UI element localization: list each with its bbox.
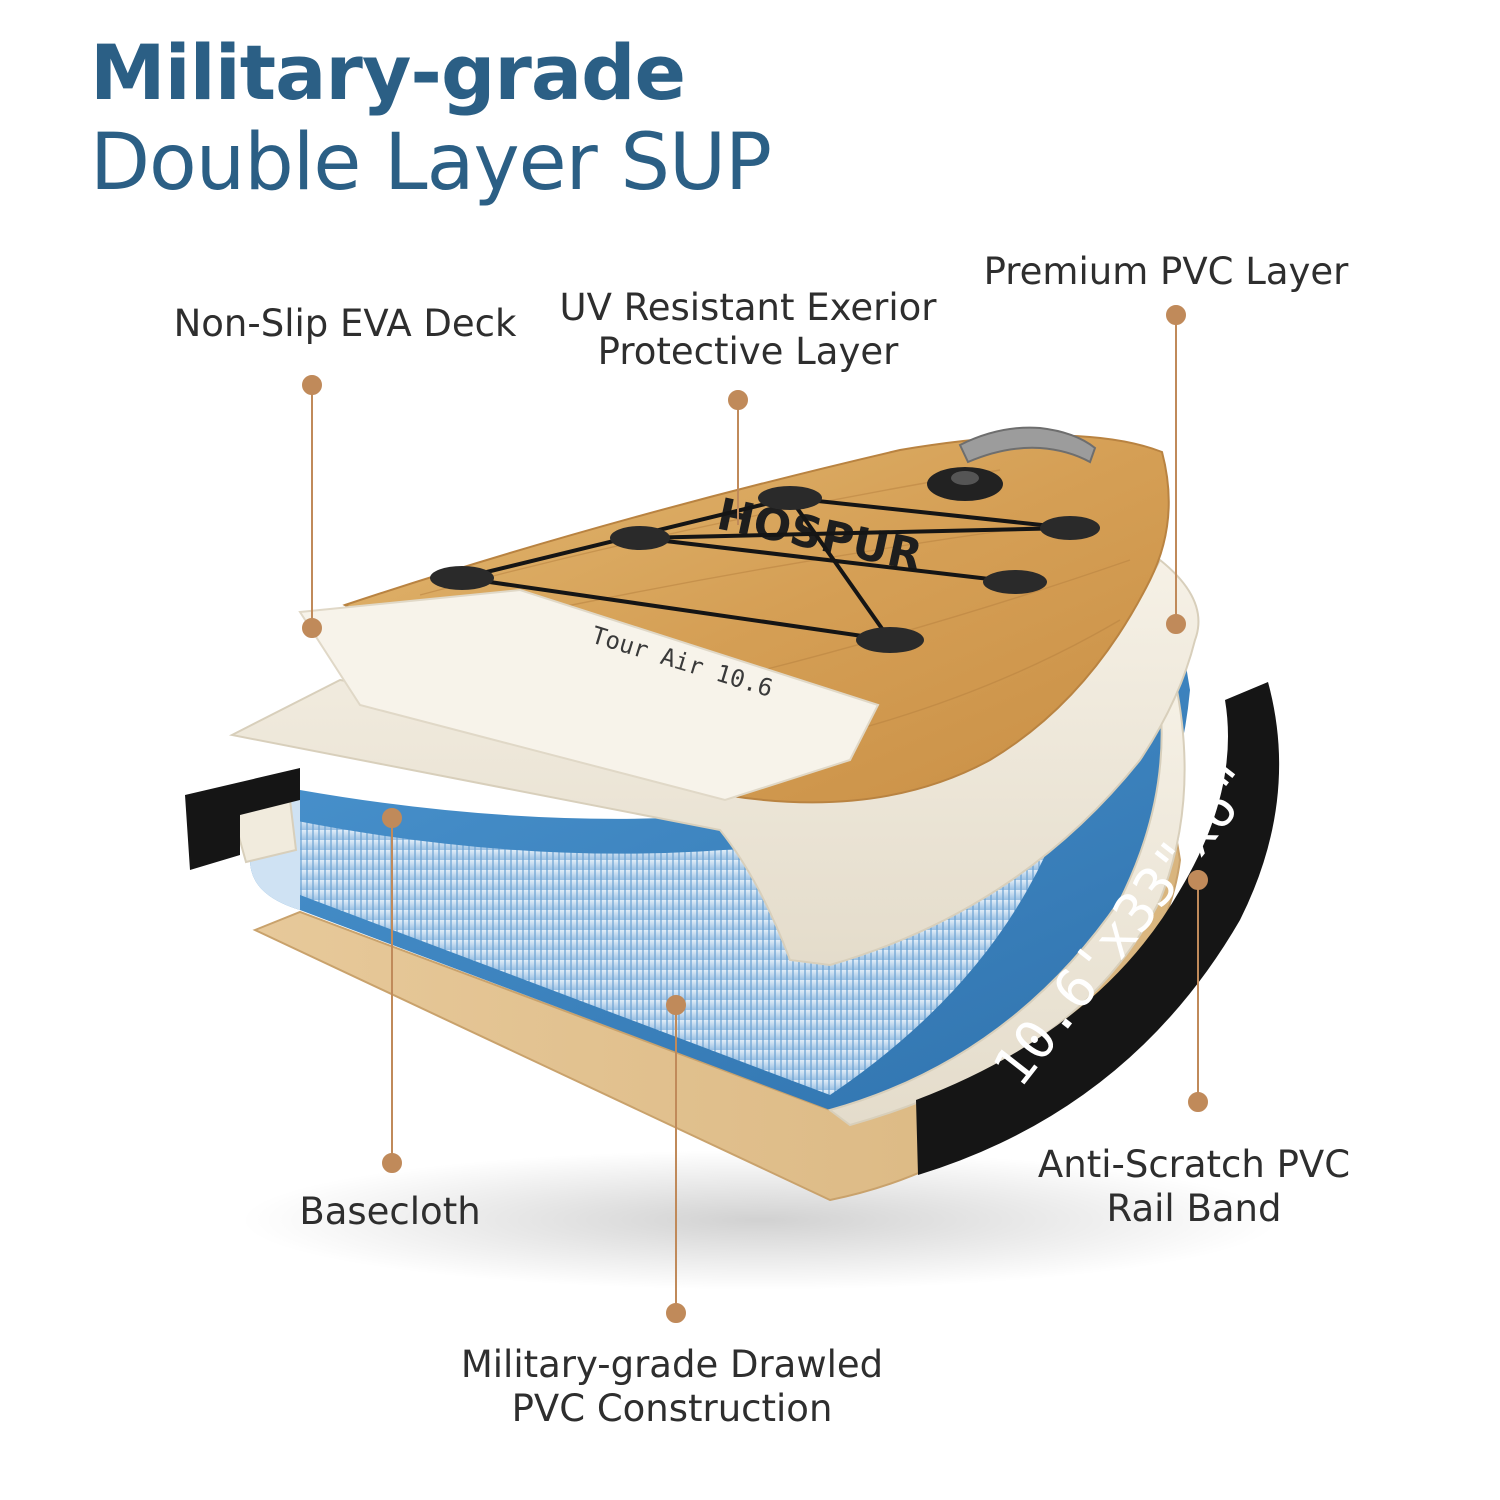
label-rail-band: Anti-Scratch PVC Rail Band (1037, 1143, 1351, 1230)
title-line-2: Double Layer SUP (90, 118, 772, 208)
ground-shadow (240, 1150, 1280, 1290)
title-line-1: Military-grade (90, 28, 686, 117)
label-drawled-pvc: Military-grade Drawled PVC Construction (460, 1343, 884, 1430)
rail-band-right (916, 682, 1280, 1175)
leader-lines (302, 305, 1208, 1323)
label-basecloth: Basecloth (299, 1190, 481, 1233)
label-pvc-layer: Premium PVC Layer (983, 250, 1349, 293)
rail-band-left (185, 768, 300, 870)
eva-deck-pad (298, 588, 880, 802)
valve-icon (927, 467, 1003, 501)
bungee-anchors (430, 486, 1100, 653)
label-uv-layer: UV Resistant Exerior Protective Layer (559, 286, 937, 373)
pvc-side-wrap (827, 677, 1186, 1127)
handle-icon (958, 426, 1097, 464)
label-eva-deck: Non-Slip EVA Deck (173, 302, 517, 345)
